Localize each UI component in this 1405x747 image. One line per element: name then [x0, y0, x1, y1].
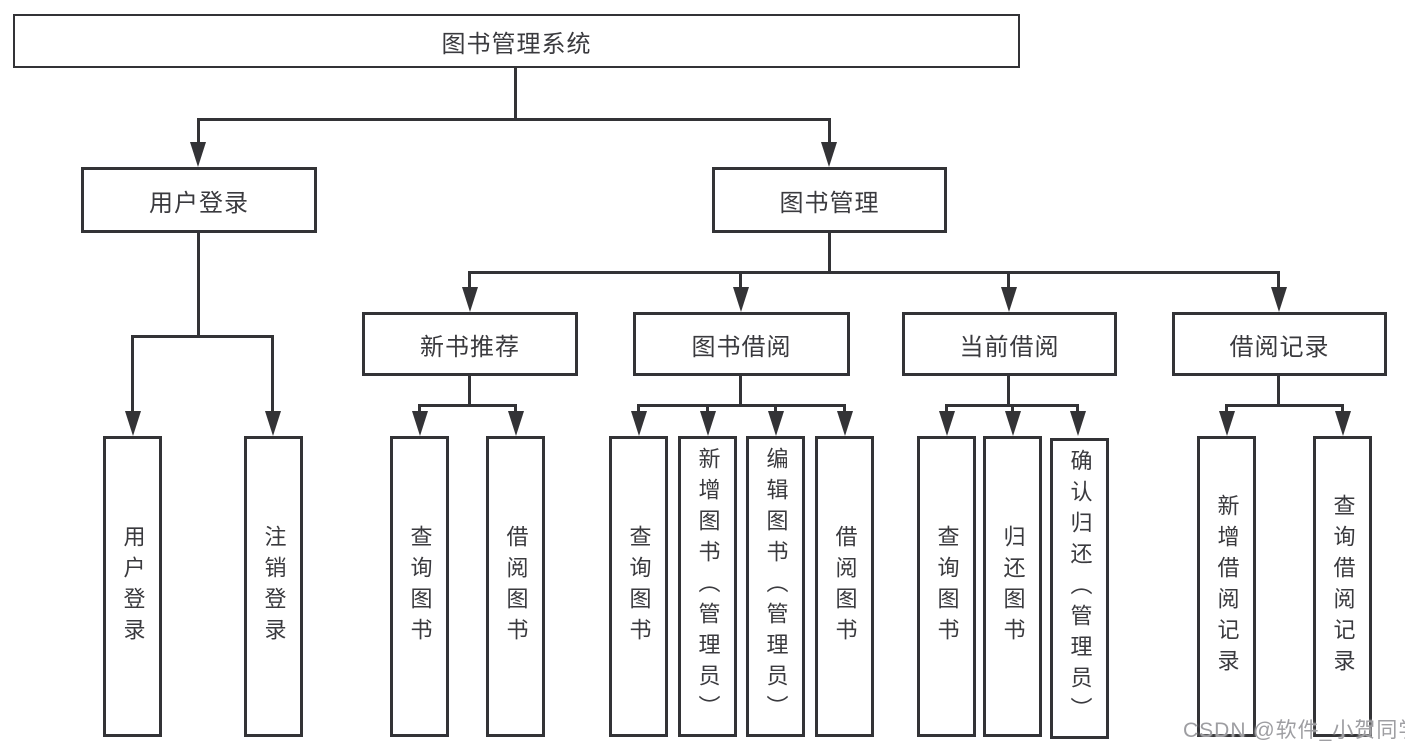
arrowhead — [768, 411, 784, 436]
node-current-borrow: 当前借阅 — [902, 312, 1117, 376]
connector-line — [418, 404, 421, 414]
connector-line — [739, 376, 742, 404]
connector-line — [1277, 376, 1280, 404]
connector-line — [706, 404, 709, 414]
leaf-user-login: 用户登录 — [103, 436, 162, 737]
connector-line — [637, 404, 845, 407]
node-book-borrow: 图书借阅 — [633, 312, 850, 376]
arrowhead — [508, 411, 524, 436]
node-root: 图书管理系统 — [13, 14, 1020, 68]
node-book-management: 图书管理 — [712, 167, 947, 233]
connector-line — [197, 118, 831, 121]
leaf-query-books-2: 查询图书 — [609, 436, 668, 737]
connector-line — [1011, 404, 1014, 414]
connector-line — [514, 68, 517, 118]
connector-line — [468, 376, 471, 404]
connector-line — [514, 404, 517, 414]
arrowhead — [939, 411, 955, 436]
connector-line — [131, 335, 134, 412]
arrowhead — [1335, 411, 1351, 436]
connector-line — [197, 233, 200, 335]
connector-line — [131, 335, 274, 338]
arrowhead — [733, 287, 749, 312]
arrowhead — [125, 411, 141, 436]
arrowhead — [1005, 411, 1021, 436]
leaf-return-books: 归还图书 — [983, 436, 1042, 737]
arrowhead — [462, 287, 478, 312]
arrowhead — [190, 142, 206, 167]
arrowhead — [700, 411, 716, 436]
connector-line — [468, 271, 1280, 274]
arrowhead — [1001, 287, 1017, 312]
connector-line — [945, 404, 948, 414]
connector-line — [1225, 404, 1228, 414]
leaf-confirm-return-admin: 确认归还（管理员） — [1050, 438, 1109, 739]
leaf-add-books-admin: 新增图书（管理员） — [678, 436, 737, 737]
leaf-borrow-books-2: 借阅图书 — [815, 436, 874, 737]
arrowhead — [631, 411, 647, 436]
arrowhead — [1219, 411, 1235, 436]
leaf-add-borrow-record: 新增借阅记录 — [1197, 436, 1256, 737]
arrowhead — [821, 142, 837, 167]
connector-line — [739, 271, 742, 290]
connector-line — [1076, 404, 1079, 414]
leaf-query-books-3: 查询图书 — [917, 436, 976, 737]
leaf-logout: 注销登录 — [244, 436, 303, 737]
connector-line — [1225, 404, 1342, 407]
leaf-query-borrow-record: 查询借阅记录 — [1313, 436, 1372, 737]
arrowhead — [837, 411, 853, 436]
node-new-book-recommend: 新书推荐 — [362, 312, 578, 376]
connector-line — [271, 335, 274, 412]
connector-line — [1341, 404, 1344, 414]
connector-line — [1007, 376, 1010, 404]
arrowhead — [412, 411, 428, 436]
connector-line — [1277, 271, 1280, 290]
arrowhead — [1271, 287, 1287, 312]
connector-line — [828, 233, 831, 271]
connector-line — [468, 271, 471, 290]
leaf-borrow-books-1: 借阅图书 — [486, 436, 545, 737]
connector-line — [843, 404, 846, 414]
node-borrow-records: 借阅记录 — [1172, 312, 1387, 376]
arrowhead — [265, 411, 281, 436]
leaf-query-books-1: 查询图书 — [390, 436, 449, 737]
connector-line — [828, 118, 831, 144]
connector-line — [774, 404, 777, 414]
leaf-edit-books-admin: 编辑图书（管理员） — [746, 436, 805, 737]
connector-line — [418, 404, 517, 407]
connector-line — [637, 404, 640, 414]
connector-line — [197, 118, 200, 144]
arrowhead — [1070, 411, 1086, 436]
connector-line — [1007, 271, 1010, 290]
node-user-login: 用户登录 — [81, 167, 317, 233]
watermark: CSDN @软件_小贺同学 — [1183, 719, 1405, 742]
